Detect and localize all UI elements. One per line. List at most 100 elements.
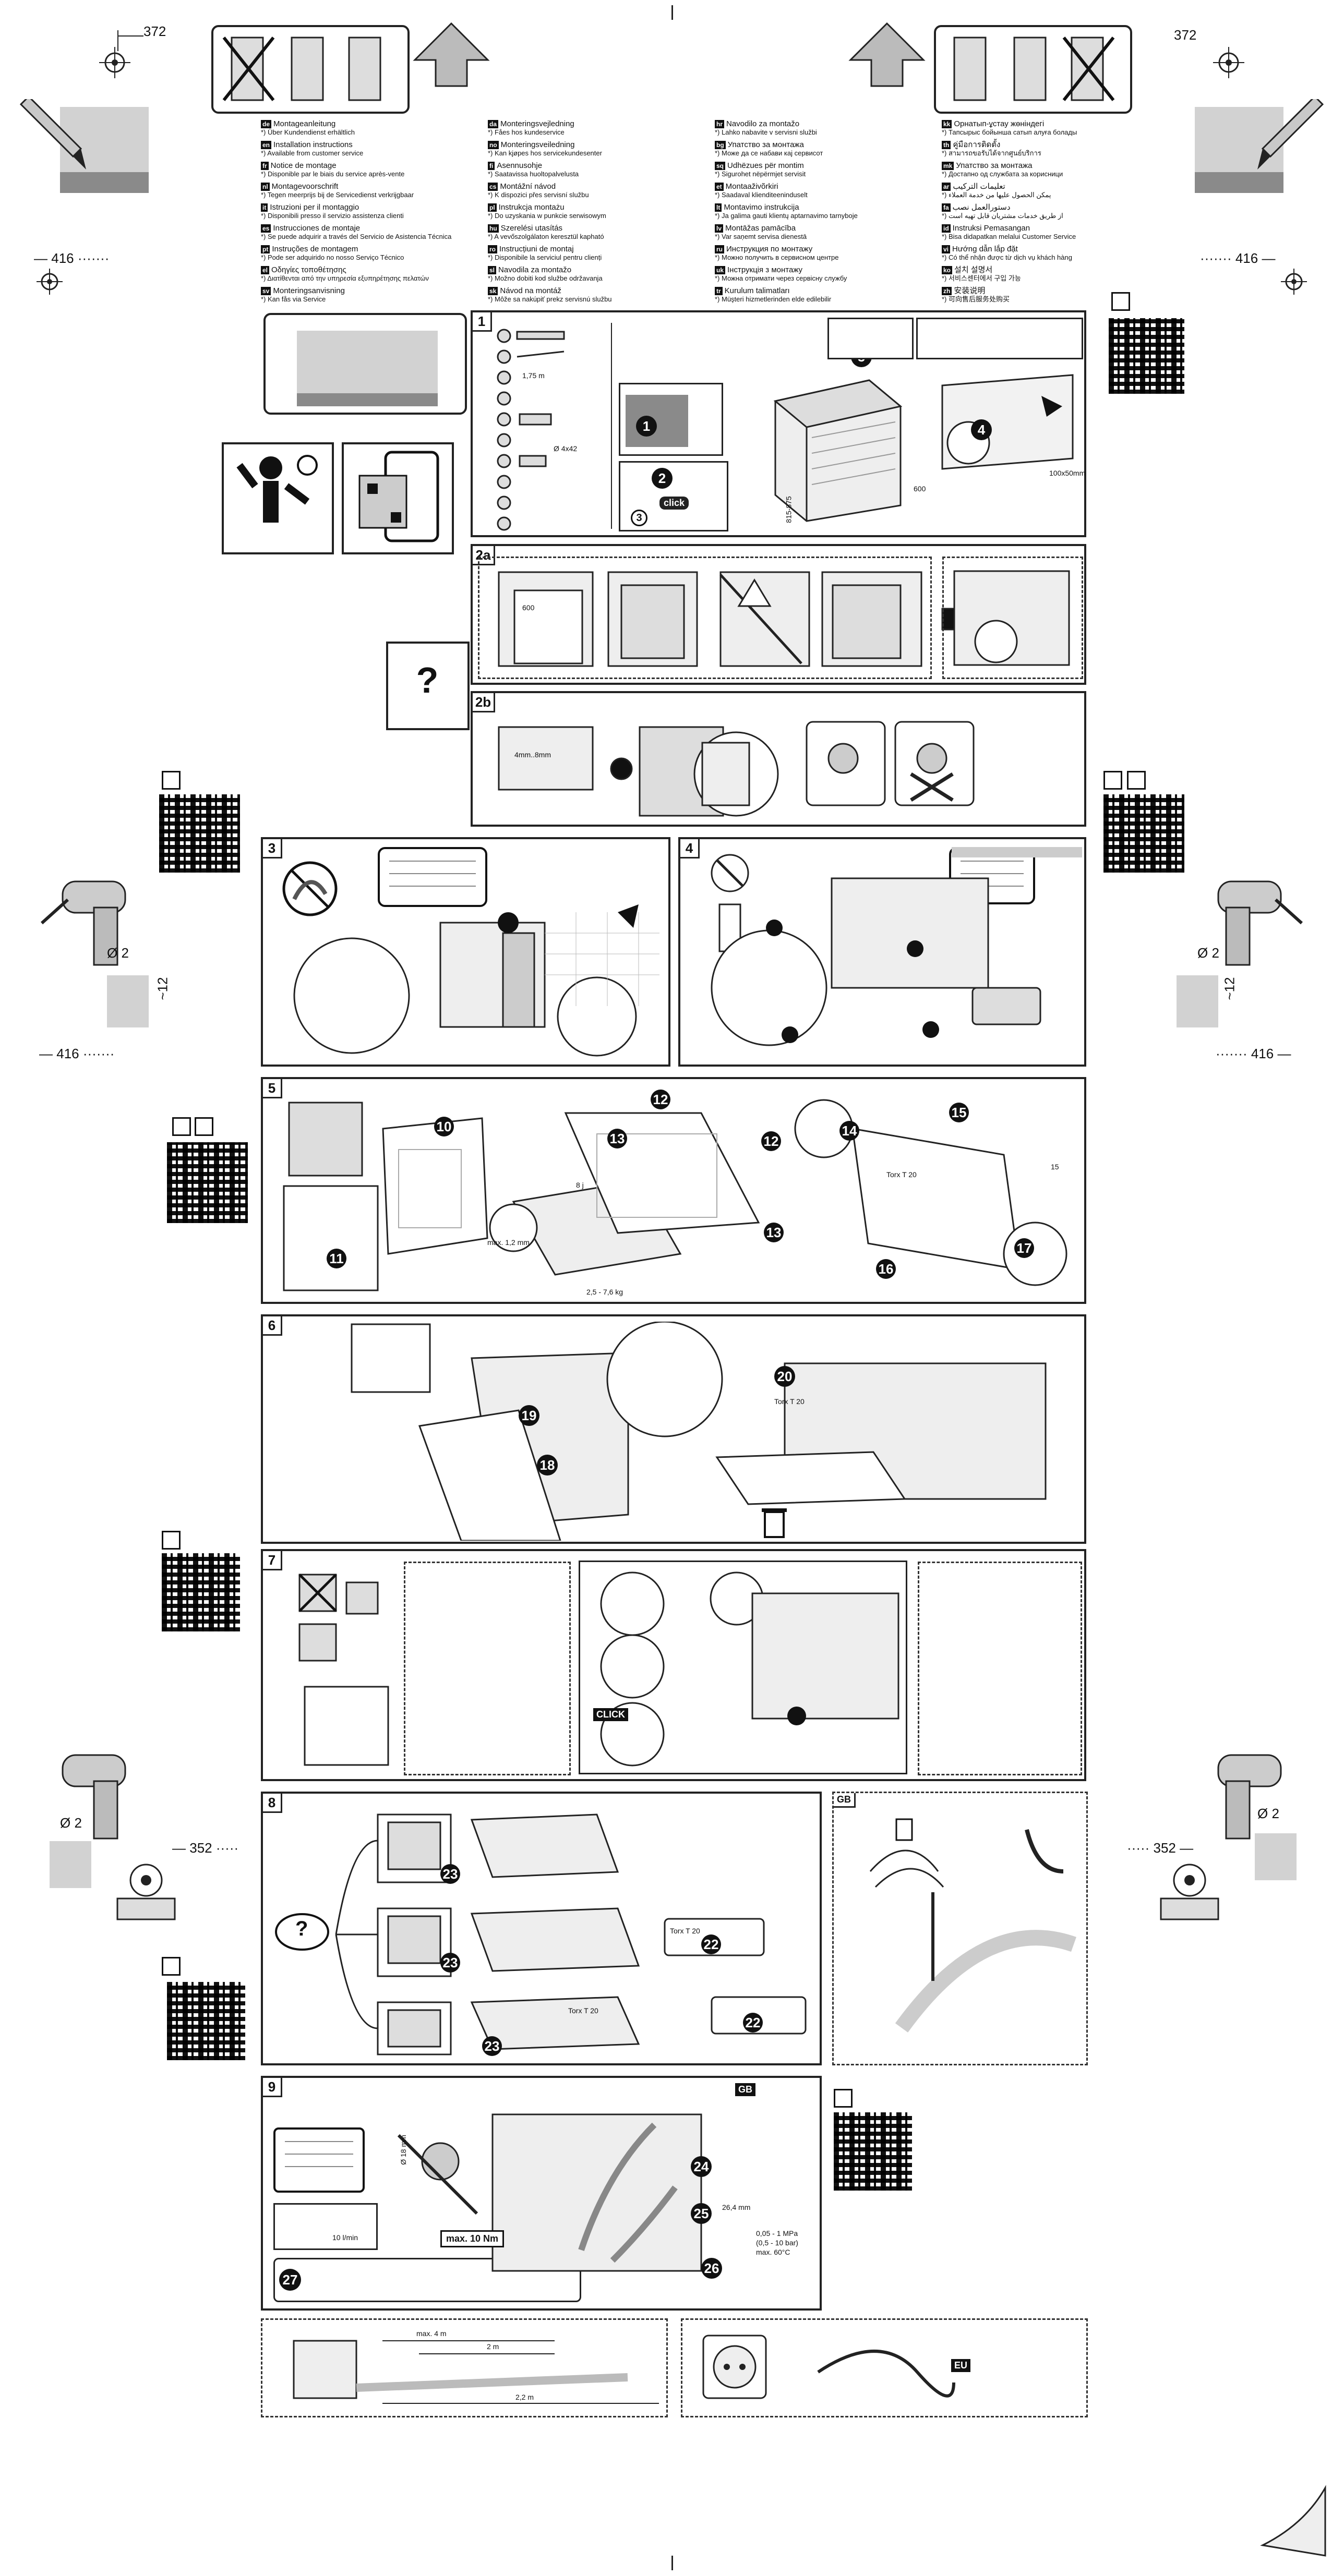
- language-title: Инструкция по монтажу: [726, 245, 813, 253]
- dim-416-left: — 416 ·······: [34, 250, 110, 266]
- parts-icons: [497, 329, 565, 531]
- qr-code: [159, 794, 240, 873]
- step-7-option-b: [918, 1562, 1082, 1775]
- callout-22b: 22: [743, 2013, 763, 2033]
- language-note: *) Bisa didapatkan melalui Customer Serv…: [942, 233, 1076, 240]
- dim-b-label: 8 j: [576, 1181, 584, 1189]
- checkbox[interactable]: [1103, 771, 1122, 790]
- language-note: *) يمكن الحصول عليها من خدمة العملاء: [942, 191, 1051, 199]
- language-code: ru: [715, 245, 724, 253]
- checkbox[interactable]: [834, 2089, 853, 2108]
- bracket-options-left: [211, 25, 410, 114]
- language-note: *) K dispozici přes servisní službu: [488, 191, 589, 199]
- language-code: fr: [261, 162, 269, 170]
- qr-code: [167, 1982, 245, 2060]
- checkbox[interactable]: [1127, 771, 1146, 790]
- cabinet-niche-illustrations: [498, 571, 977, 667]
- callout-27: 27: [279, 2269, 301, 2291]
- dim-416-lower-left: — 416 ·······: [39, 1046, 115, 1061]
- language-code: bg: [715, 141, 726, 149]
- checkbox[interactable]: [162, 1957, 181, 1976]
- drill-hole-section: [107, 975, 149, 1027]
- callout-22: 22: [701, 1934, 721, 1954]
- language-title: Asennusohje: [497, 161, 543, 170]
- language-note: *) Có thể nhận được từ dịch vụ khách hàn…: [942, 253, 1072, 261]
- step-3-panel: 3: [261, 837, 670, 1067]
- measure-question-panel: ?: [386, 642, 470, 730]
- width-600-label: 600: [914, 485, 926, 493]
- checkbox[interactable]: [1111, 292, 1130, 311]
- arrow-up-icon: [413, 22, 490, 87]
- language-note: *) Lahko nabavite v servisni službi: [715, 128, 817, 136]
- checkbox[interactable]: [195, 1117, 213, 1136]
- installer-person-icon: [236, 455, 318, 523]
- bracket-options-right: [934, 25, 1132, 114]
- language-code: fi: [488, 162, 495, 170]
- hose-clamp-illustration: [869, 1818, 1076, 2033]
- two-persons-panel: [222, 442, 334, 554]
- language-note: *) Müşteri hizmetlerinden elde edilebili…: [715, 295, 832, 303]
- step-number: 2b: [473, 693, 495, 712]
- divider: [611, 323, 612, 529]
- dark-surface: [626, 395, 688, 447]
- dim-372-right-label: 372: [1174, 27, 1197, 43]
- language-note: *) Saatavissa huoltopalvelusta: [488, 170, 579, 178]
- language-code: de: [261, 120, 272, 128]
- language-title: Instruções de montagem: [272, 245, 358, 253]
- qr-code: [162, 1553, 240, 1631]
- language-note: *) Sigurohet nëpërmjet servisit: [715, 170, 806, 178]
- dim-352-right-value: 352: [1153, 1840, 1176, 1856]
- door-adjust-illustration: [600, 1571, 899, 1767]
- kitchen-cabinets: [297, 331, 438, 404]
- language-code: sk: [488, 287, 498, 295]
- crosshair-icon: [99, 47, 130, 78]
- plinth-options-illustration: [335, 1813, 807, 2055]
- click-inset: 2 click 3: [619, 461, 728, 531]
- language-code: sv: [261, 287, 271, 295]
- torx-label: Torx T 20: [886, 1170, 917, 1179]
- dim-352-left: — 352 ·····: [172, 1840, 239, 1856]
- diameter-label: Ø 18 mm: [399, 2135, 407, 2165]
- step-number: 2a: [473, 546, 495, 565]
- leveling-illustration: [711, 847, 1082, 1046]
- language-note: *) Über Kundendienst erhältlich: [261, 128, 355, 136]
- drain-hose-illustration: [293, 2340, 659, 2404]
- language-code: lv: [715, 224, 724, 233]
- language-code: el: [261, 266, 270, 274]
- checkbox[interactable]: [172, 1117, 191, 1136]
- checkbox[interactable]: [162, 1531, 181, 1550]
- callout-20: 20: [774, 1366, 795, 1387]
- step-number: 4: [680, 839, 700, 858]
- bracket-variants-icon: [222, 37, 381, 101]
- language-code: vi: [942, 245, 951, 253]
- crosshair-icon: [1281, 269, 1307, 295]
- water-connection-illustration: [397, 2113, 702, 2272]
- step-number: 5: [263, 1079, 282, 1098]
- language-note: *) Možno dobiti kod službe održavanja: [488, 274, 603, 282]
- language-code: ko: [942, 266, 953, 274]
- hose-routing-illustration: [293, 904, 659, 1057]
- language-note: *) Можна отримати через сервісну службу: [715, 274, 847, 282]
- trash-icon: [895, 1818, 913, 1841]
- language-note: *) Disponible par le biais du service ap…: [261, 170, 405, 178]
- language-code: no: [488, 141, 499, 149]
- language-code: en: [261, 141, 272, 149]
- page-turn-icon: [1260, 2485, 1326, 2557]
- callout-2: 2: [652, 468, 673, 489]
- checkbox[interactable]: [162, 771, 181, 790]
- callout-12: 12: [651, 1090, 670, 1109]
- language-code: lt: [715, 203, 722, 212]
